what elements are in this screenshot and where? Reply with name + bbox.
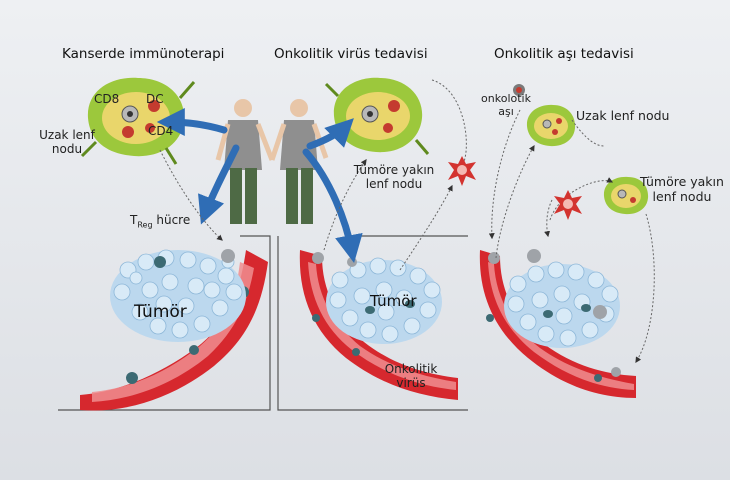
title-immunotherapy: Kanserde immünoterapi [62,46,225,62]
immune-cell [221,249,235,263]
blue-arrows [156,108,363,264]
treg-cell [154,256,166,268]
panel-frames [58,235,468,411]
label-near-lymph-node-1: Tümöre yakın lenf nodu [353,163,435,191]
label-cd8: CD8 [94,92,120,106]
label-oncolytic-virus: Onkolitik virüs [384,362,438,390]
person-left [215,99,275,224]
tumor-cluster-3 [504,249,620,348]
treg-letter: T [130,213,138,227]
dendritic-cell-1 [448,156,476,186]
label-tumor-2: Tümör [370,292,417,310]
tumor-cluster-1 [110,249,246,342]
immune-cell [189,345,199,355]
label-oncolytic-vaccine: onkolotik aşı [481,92,531,118]
label-near-lymph-node-2: Tümöre yakın lenf nodu [640,174,724,204]
label-treg-cell: TReg hücre [130,213,190,229]
label-distant-lymph-node-1: Uzak lenf nodu [39,128,95,156]
label-cd4: CD4 [148,124,174,138]
lymph-node-4 [603,176,649,215]
grey-pathway-arrows [159,79,655,364]
title-oncolytic-vaccine: Onkolitik aşı tedavisi [494,46,634,62]
treg-subscript: Reg [137,220,153,230]
label-distant-lymph-node-2: Uzak lenf nodu [576,108,670,123]
label-tumor-1: Tümör [134,302,187,322]
lymph-node-3 [526,104,576,147]
blood-vessel-1 [80,250,268,411]
person-right [269,99,329,224]
treg-rest: hücre [152,213,191,227]
lymph-node-2 [324,77,430,155]
label-dc: DC [146,92,164,106]
immune-cell [126,372,138,384]
title-oncolytic-virus: Onkolitik virüs tedavisi [274,46,428,62]
vaccine-particle [513,84,525,96]
tumor-cluster-2 [326,257,442,344]
dendritic-cell-2 [554,190,582,220]
